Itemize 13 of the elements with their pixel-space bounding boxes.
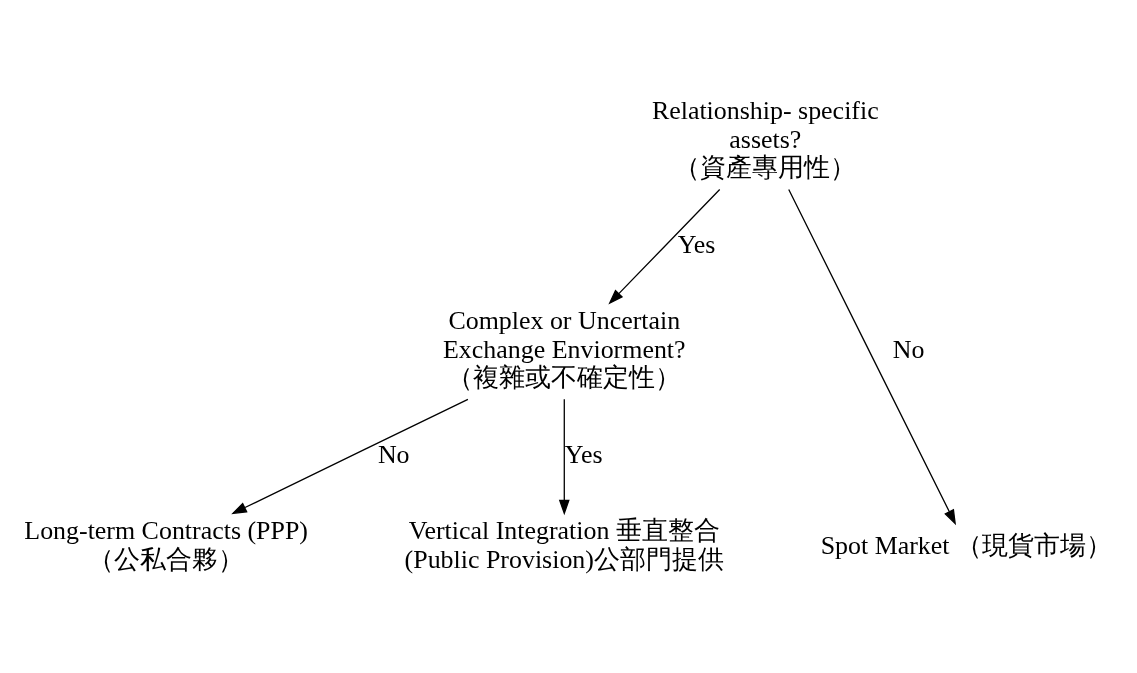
arrow [231, 398, 469, 514]
node-text: Relationship- specific assets? （資產專用性） [651, 95, 879, 182]
edge-label: No [892, 334, 925, 364]
edge-label: Yes [564, 439, 603, 469]
node-text: Long-term Contracts (PPP) （公私合夥） [24, 515, 308, 574]
arrow [558, 398, 570, 515]
arrow [608, 188, 721, 304]
arrow [788, 188, 957, 525]
edge-label: No [377, 439, 410, 469]
node-text: Complex or Uncertain Exchange Enviorment? （複雜或不確定性） [443, 305, 686, 392]
node-text: Spot Market （現貨市場） [820, 530, 1112, 560]
node-text: Vertical Integration 垂直整合 (Public Provision)公部門提供 [404, 515, 724, 574]
edge-label: Yes [677, 229, 716, 259]
